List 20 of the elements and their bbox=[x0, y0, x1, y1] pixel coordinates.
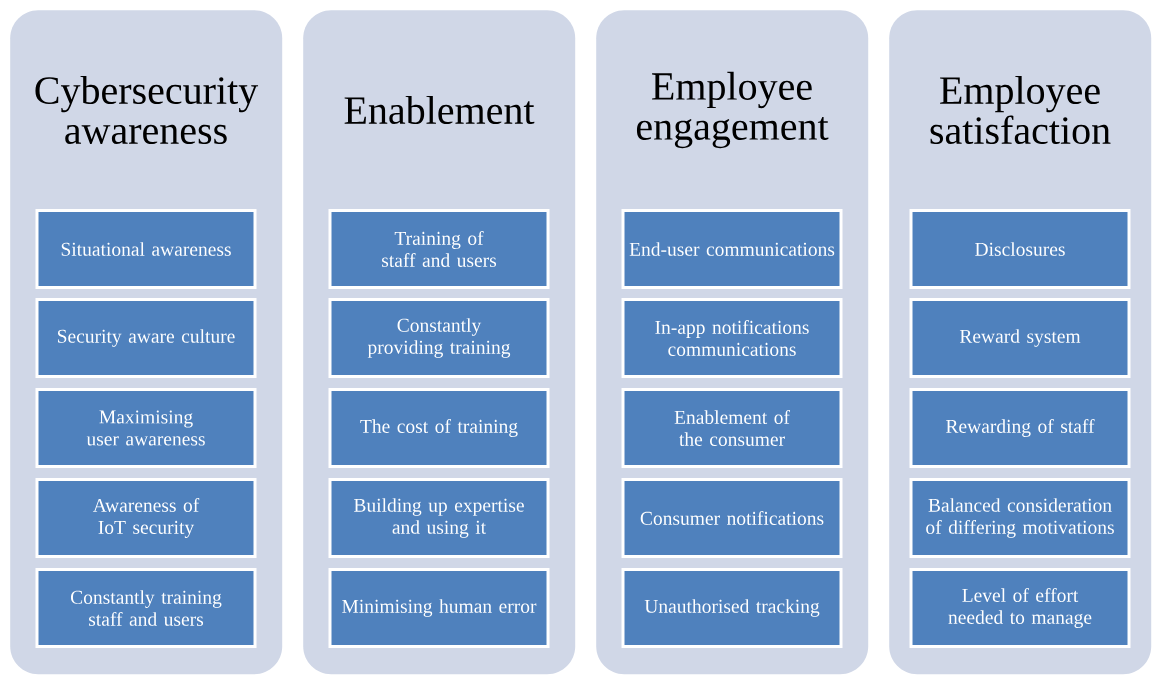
item-box: Reward system bbox=[909, 298, 1131, 378]
item-box: Maximising user awareness bbox=[35, 388, 257, 468]
item-box: In-app notifications communications bbox=[621, 298, 843, 378]
item-box: Balanced consideration of differing motivations bbox=[909, 478, 1131, 558]
item-box: The cost of training bbox=[328, 388, 550, 468]
item-box: Situational awareness bbox=[35, 209, 257, 289]
item-box: Constantly training staff and users bbox=[35, 568, 257, 648]
item-box: Constantly providing training bbox=[328, 298, 550, 378]
item-box: End-user communications bbox=[621, 209, 843, 289]
item-box: Level of effort needed to manage bbox=[909, 568, 1131, 648]
item-box: Minimising human error bbox=[328, 568, 550, 648]
item-box: Security aware culture bbox=[35, 298, 257, 378]
item-box: Rewarding of staff bbox=[909, 388, 1131, 468]
item-box: Training of staff and users bbox=[328, 209, 550, 289]
item-box: Building up expertise and using it bbox=[328, 478, 550, 558]
item-box: Enablement of the consumer bbox=[621, 388, 843, 468]
item-box: Unauthorised tracking bbox=[621, 568, 843, 648]
item-box: Disclosures bbox=[909, 209, 1131, 289]
item-box: Consumer notifications bbox=[621, 478, 843, 558]
item-box: Awareness of IoT security bbox=[35, 478, 257, 558]
